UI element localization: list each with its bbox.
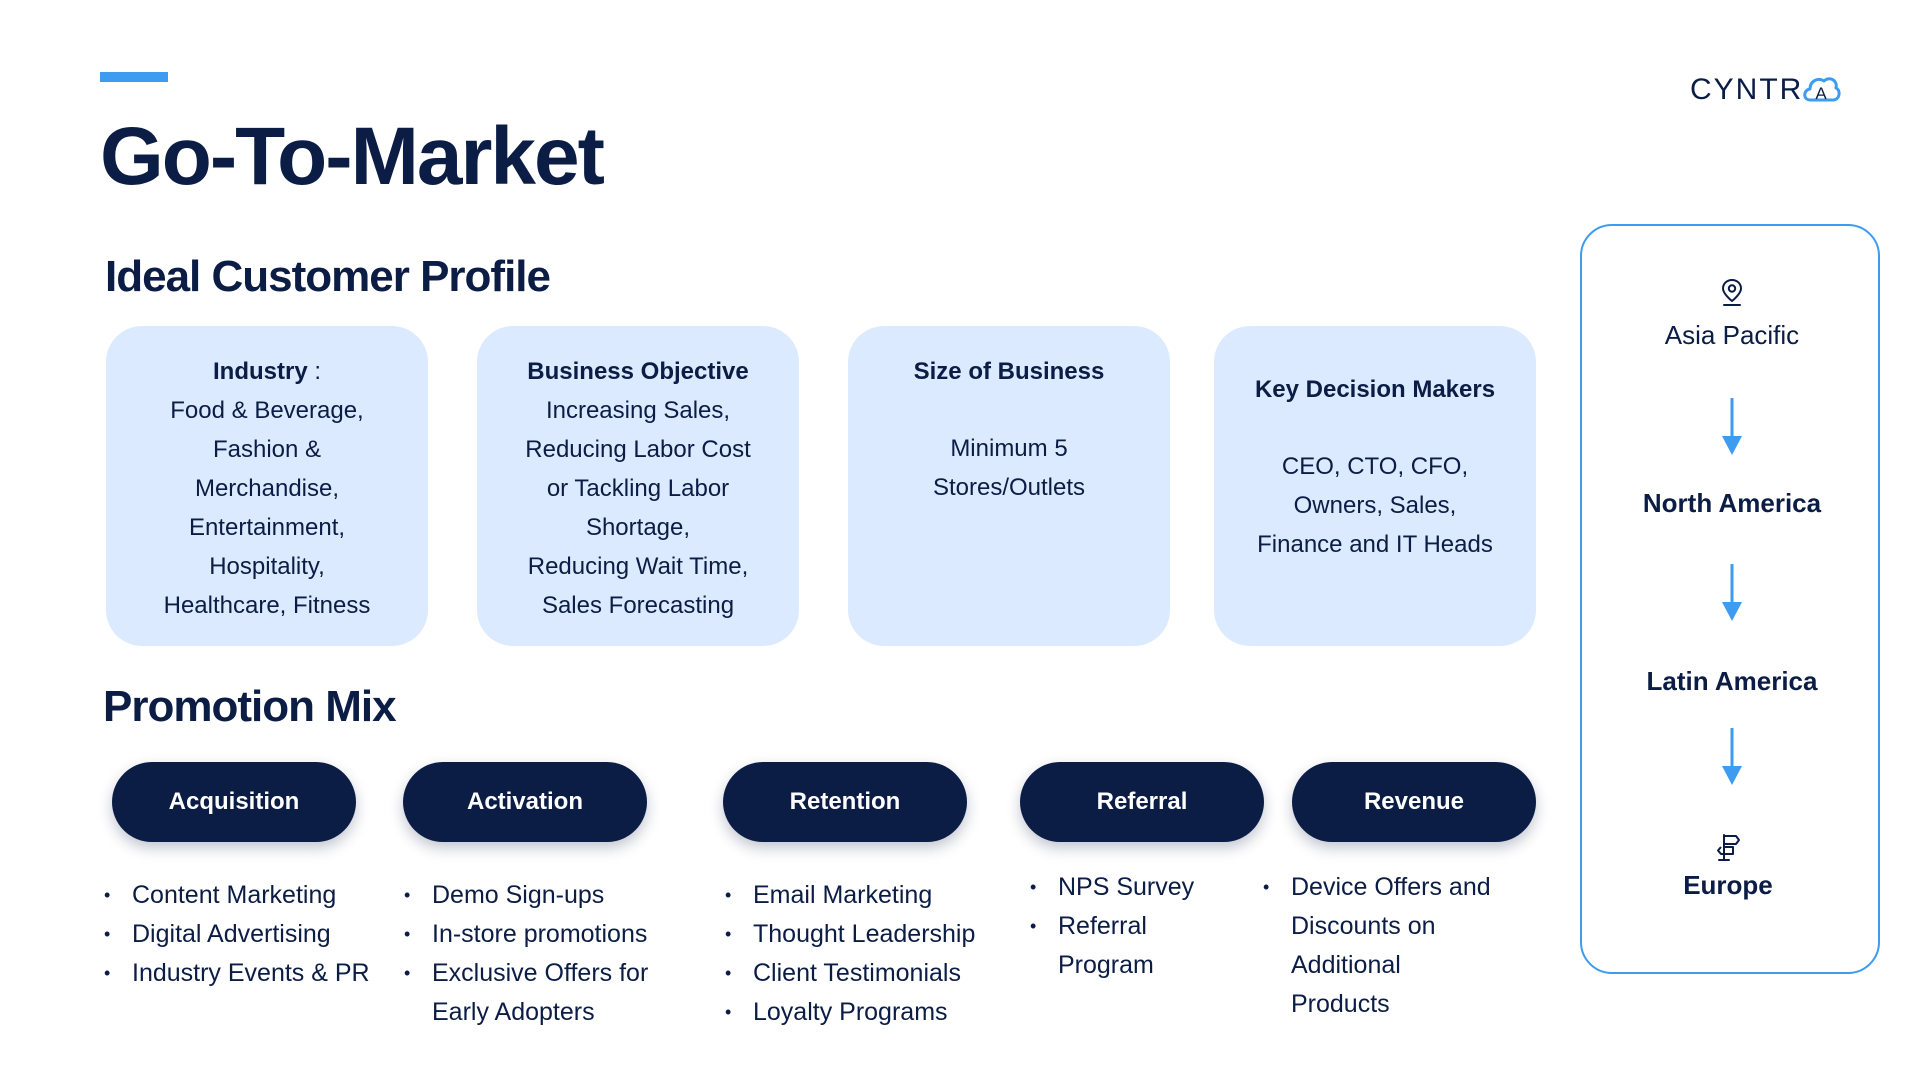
list-item: Demo Sign-ups (404, 876, 704, 915)
list-item: Industry Events & PR (104, 954, 404, 993)
list-item: Exclusive Offers for Early Adopters (404, 954, 704, 1032)
icp-card-body: CEO, CTO, CFO, Owners, Sales, Finance an… (1257, 453, 1493, 558)
list-item: Client Testimonials (725, 954, 1015, 993)
icp-card-industry: Industry : Food & Beverage, Fashion & Me… (106, 326, 428, 646)
region-asia-pacific: Asia Pacific (1664, 320, 1800, 350)
stage-pill-acquisition: Acquisition (112, 762, 356, 842)
acquisition-list: Content Marketing Digital Advertising In… (104, 876, 404, 993)
list-item: NPS Survey (1030, 868, 1260, 907)
icp-card-body: Minimum 5 Stores/Outlets (932, 435, 1086, 501)
icp-card-body: Increasing Sales, Reducing Labor Cost or… (525, 397, 751, 619)
icp-card-key-decision-makers: Key Decision Makers CEO, CTO, CFO, Owner… (1214, 326, 1536, 646)
list-item: Content Marketing (104, 876, 404, 915)
icp-card-title: Key Decision Makers (1254, 376, 1496, 403)
logo-text: CYNTR (1690, 73, 1804, 106)
icp-card-title: Size of Business (913, 358, 1105, 385)
map-pin-icon (1721, 278, 1743, 306)
list-item: Thought Leadership (725, 915, 1015, 954)
stage-pill-referral: Referral (1020, 762, 1264, 842)
logo-mark-letter: A (1816, 84, 1828, 103)
region-north-america: North America (1642, 488, 1822, 518)
list-item: Loyalty Programs (725, 993, 1015, 1032)
brand-logo: CYNTR A (1690, 70, 1841, 110)
list-item: Device Offers and Discounts on Additiona… (1263, 868, 1553, 1024)
list-item: Email Marketing (725, 876, 1015, 915)
arrow-down-icon (1722, 728, 1742, 785)
arrow-down-icon (1722, 564, 1742, 621)
icp-card-business-objective: Business Objective Increasing Sales, Red… (477, 326, 799, 646)
promotion-mix-heading: Promotion Mix (103, 682, 397, 731)
retention-list: Email Marketing Thought Leadership Clien… (725, 876, 1015, 1032)
arrow-down-icon (1722, 398, 1742, 455)
list-item: Referral Program (1030, 907, 1260, 985)
title-accent-bar (100, 72, 168, 82)
cloud-logo-icon: A (1803, 77, 1841, 103)
stage-pill-revenue: Revenue (1292, 762, 1536, 842)
icp-card-title-suffix: : (307, 358, 322, 385)
icp-card-title: Business Objective (527, 358, 749, 385)
signpost-icon (1717, 834, 1740, 861)
icp-card-title: Industry (212, 358, 308, 385)
list-item: Digital Advertising (104, 915, 404, 954)
activation-list: Demo Sign-ups In-store promotions Exclus… (404, 876, 704, 1032)
regions-panel: Asia Pacific North America Latin America… (1580, 224, 1880, 974)
revenue-list: Device Offers and Discounts on Additiona… (1263, 868, 1553, 1024)
icp-card-body: Food & Beverage, Fashion & Merchandise, … (163, 397, 371, 619)
icp-heading: Ideal Customer Profile (105, 252, 551, 301)
list-item: In-store promotions (404, 915, 704, 954)
region-latin-america: Latin America (1646, 666, 1818, 696)
page-title: Go-To-Market (100, 111, 605, 202)
stage-pill-activation: Activation (403, 762, 647, 842)
referral-list: NPS Survey Referral Program (1030, 868, 1260, 985)
icp-card-size-of-business: Size of Business Minimum 5 Stores/Outlet… (848, 326, 1170, 646)
region-europe: Europe (1683, 870, 1773, 900)
stage-pill-retention: Retention (723, 762, 967, 842)
